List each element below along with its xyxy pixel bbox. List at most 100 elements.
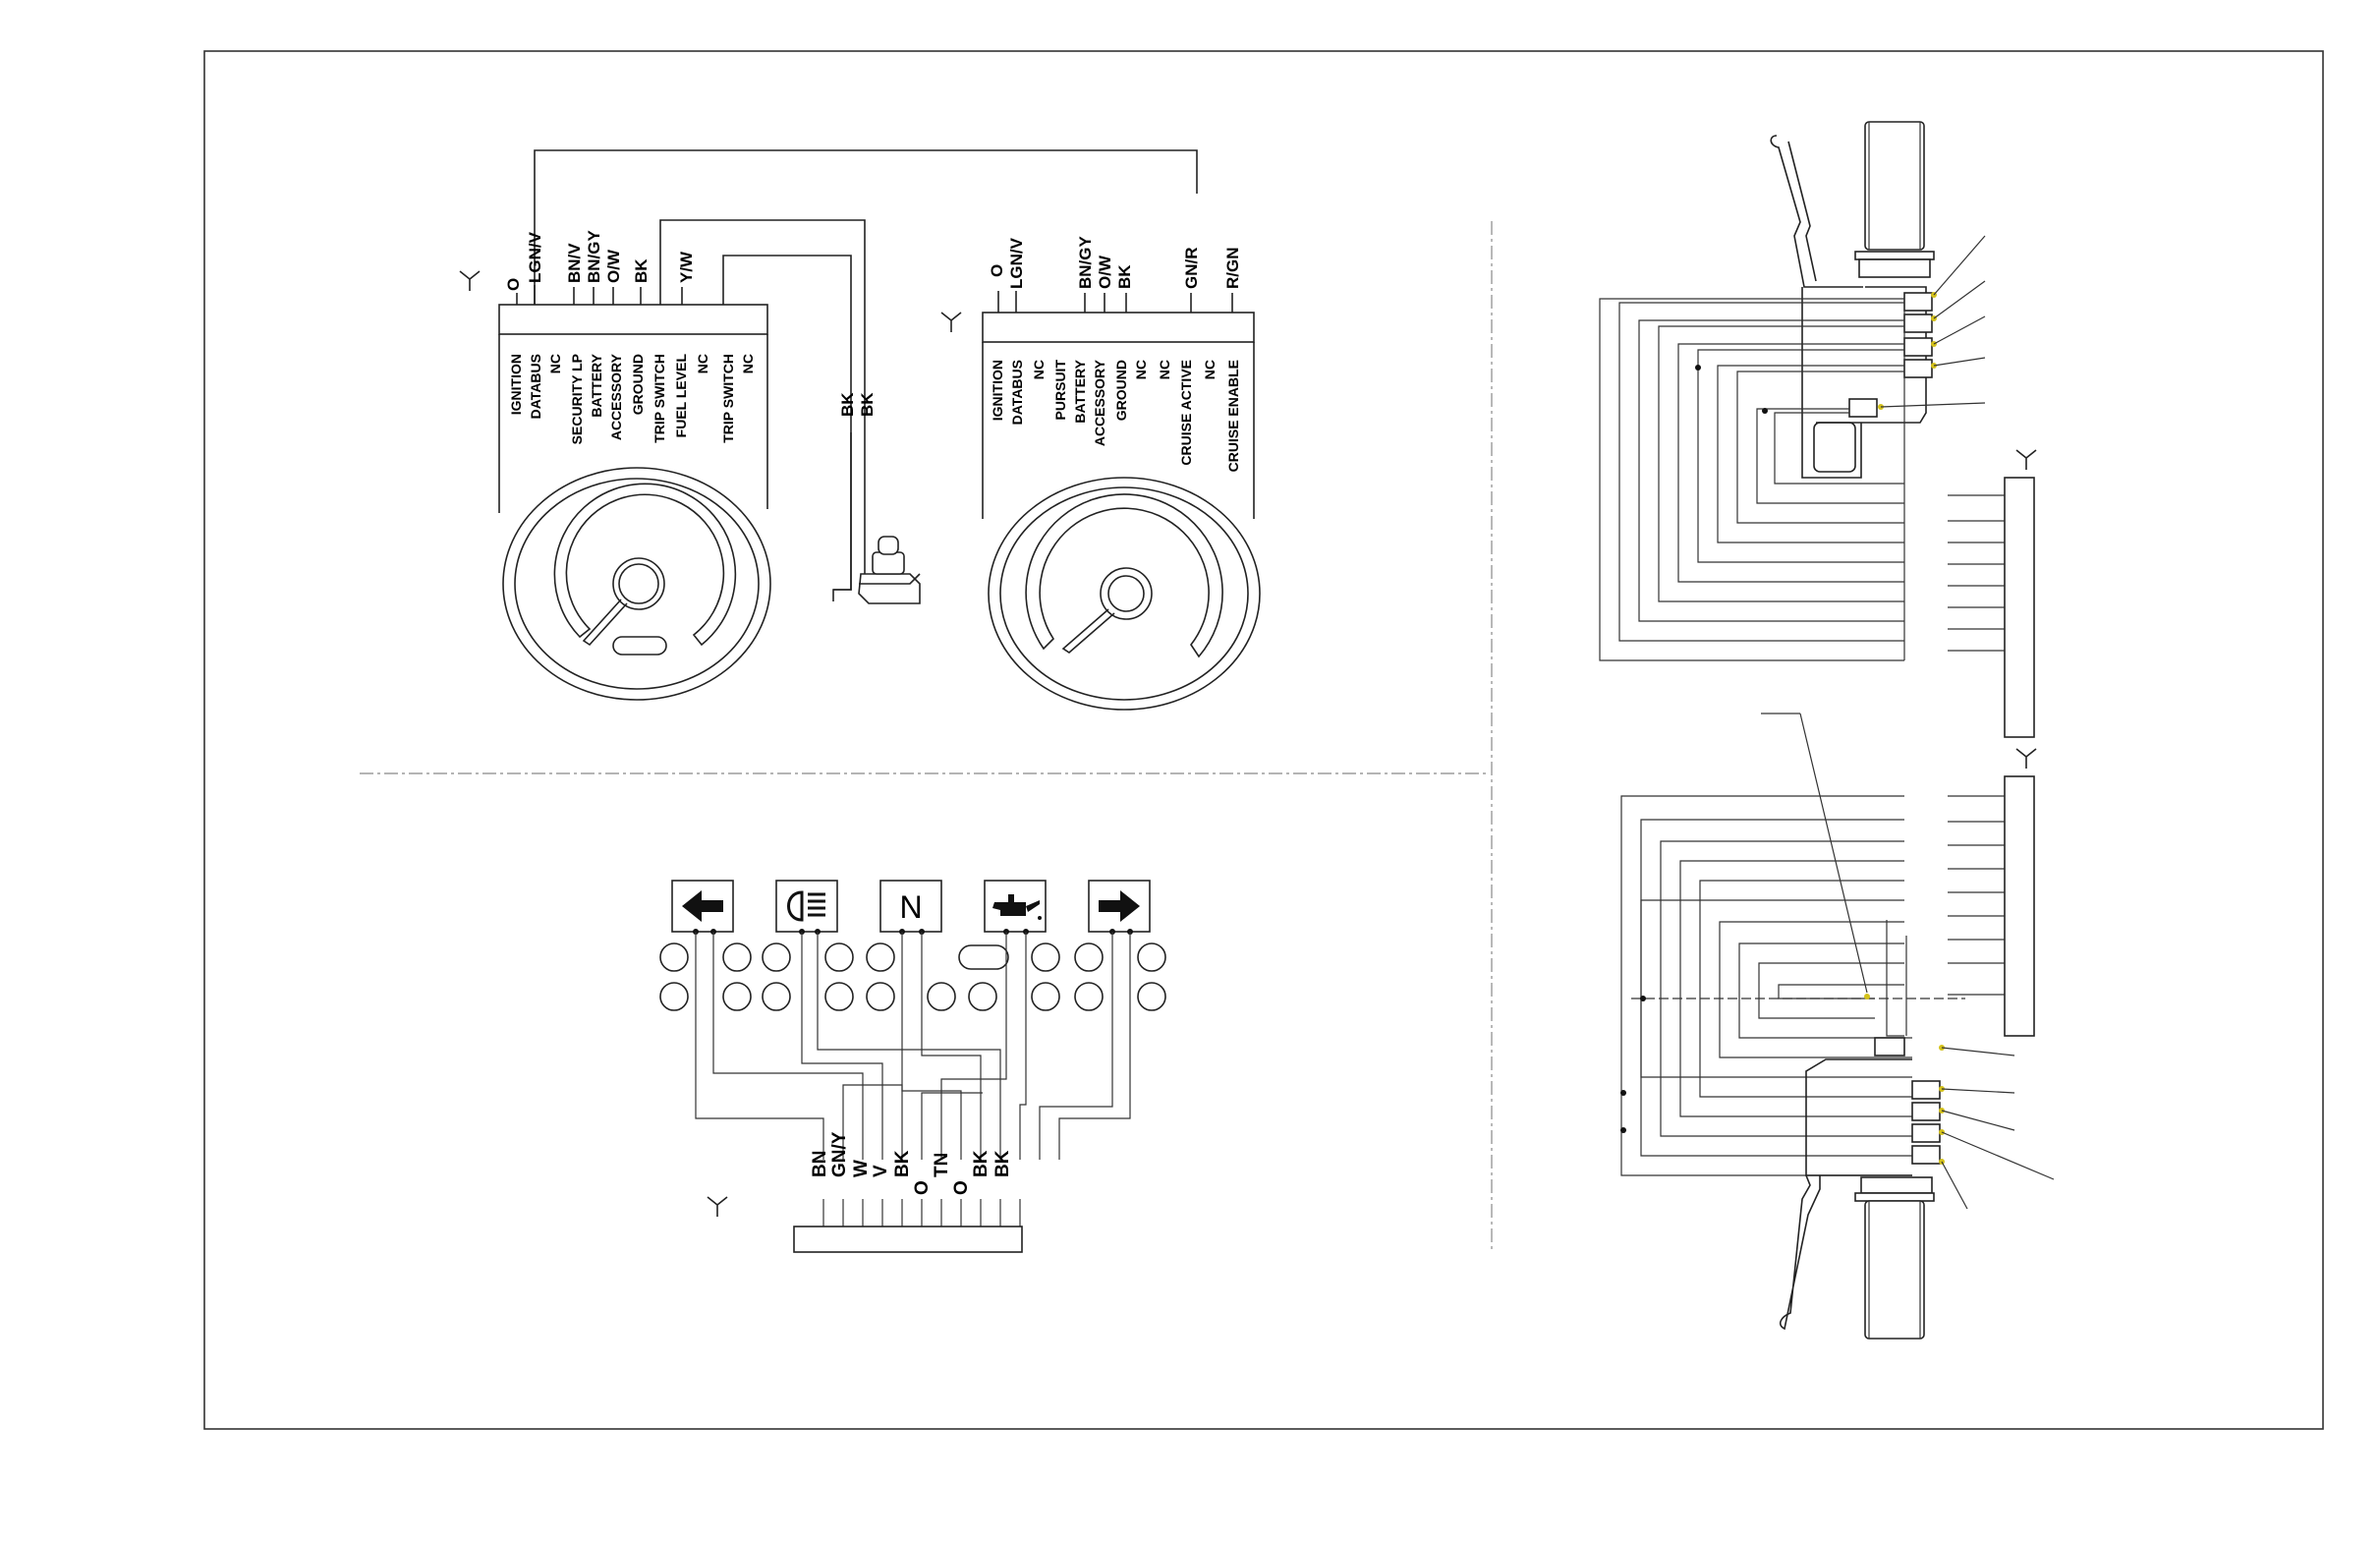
tachometer-needle xyxy=(1061,608,1115,655)
speedo-wire-label: O/W xyxy=(604,249,623,283)
ground-symbol xyxy=(2015,449,2037,470)
lamp-wire-label: BN xyxy=(810,1151,830,1177)
speedo-pin-label: IGNITION xyxy=(508,354,524,415)
trip-switch-wire-label: BK xyxy=(858,392,877,417)
speedo-pin-label: NC xyxy=(547,354,563,373)
lamp-left-turn xyxy=(671,880,734,933)
indicator-lamp-panel: N xyxy=(659,880,1166,1253)
speedo-wire-label: O xyxy=(504,278,523,291)
speedo-pin-label: ACCESSORY xyxy=(608,353,624,440)
speedometer-scale-arc xyxy=(553,483,737,647)
lamp-wire-label: V xyxy=(871,1165,891,1177)
lower-handlebar-grip xyxy=(1779,994,2055,1340)
lamp-wire-label: O xyxy=(951,1180,972,1195)
lamp-wiring xyxy=(695,932,1131,1160)
tacho-wire-label: R/GN xyxy=(1223,248,1242,290)
tacho-wire-label: GN/R xyxy=(1182,248,1201,290)
lamp-wire-label: O xyxy=(912,1180,933,1195)
speedo-wire-label: BN/V xyxy=(565,243,584,283)
tacho-pin-label: CRUISE ENABLE xyxy=(1225,360,1241,472)
tacho-pin-label: PURSUIT xyxy=(1052,360,1068,421)
page-frame xyxy=(203,50,2324,1430)
speedo-pin-label: GROUND xyxy=(630,354,646,415)
speedo-pin-label: TRIP SWITCH xyxy=(652,354,667,443)
speedometer-needle-hub xyxy=(612,557,665,610)
ground-symbol xyxy=(940,312,962,332)
tacho-pin-label: NC xyxy=(1031,360,1047,379)
tacho-pin-label: DATABUS xyxy=(1009,360,1025,425)
tacho-pin-label: BATTERY xyxy=(1072,359,1088,423)
oil-can-icon xyxy=(992,894,1042,920)
lamp-wire-label: GN/Y xyxy=(829,1131,850,1177)
speedo-wire-label: BN/GY xyxy=(585,230,603,284)
speedo-pin-label: DATABUS xyxy=(528,354,543,419)
upper-handlebar-grip xyxy=(1770,121,1986,479)
lamp-wire-label: BK xyxy=(971,1150,992,1177)
ground-symbol xyxy=(707,1196,728,1217)
trip-switch-button xyxy=(878,536,899,555)
bulb-holders xyxy=(659,942,1166,1011)
speedo-wire-label: BK xyxy=(632,258,651,283)
speedo-wire-label: Y/W xyxy=(677,251,696,283)
tacho-pin-label: NC xyxy=(1202,360,1218,379)
tachometer-scale-arc xyxy=(1025,493,1223,658)
tacho-pin-label: CRUISE ACTIVE xyxy=(1178,360,1194,466)
tacho-pin-label: ACCESSORY xyxy=(1092,359,1107,446)
arrow-left-icon xyxy=(682,890,723,922)
speedometer-dial-outer xyxy=(502,467,771,701)
lamp-wire-label: BK xyxy=(892,1150,913,1177)
speedometer-body xyxy=(498,334,768,513)
speedometer-odometer-window xyxy=(612,636,667,656)
tachometer-dial-rim xyxy=(999,486,1249,701)
tacho-wire-label: BN/GY xyxy=(1076,236,1095,290)
speedo-pin-label: FUEL LEVEL xyxy=(673,354,689,438)
lamp-wire-label: BK xyxy=(992,1150,1013,1177)
upper-harness-wires xyxy=(1599,298,1905,661)
upper-switch-connector xyxy=(1948,449,2037,738)
tacho-wire-label: O xyxy=(988,264,1006,277)
tachometer-dial-outer xyxy=(988,477,1261,711)
speedometer-connector xyxy=(498,304,768,335)
tachometer-body xyxy=(982,342,1255,519)
speedo-pin-label: NC xyxy=(740,354,756,373)
speedo-pin-label: SECURITY LP xyxy=(569,354,585,444)
speedometer-wire-stubs xyxy=(516,219,866,601)
arrow-right-icon xyxy=(1099,890,1140,922)
tacho-wire-label: O/W xyxy=(1096,255,1114,289)
trip-switch-body xyxy=(858,573,921,604)
trip-switch: BK BK xyxy=(833,392,921,604)
neutral-icon: N xyxy=(899,889,922,925)
tacho-pin-label: NC xyxy=(1157,360,1172,379)
speedo-wire-label: LGN/V xyxy=(526,231,544,283)
speedometer-needle xyxy=(582,599,628,647)
tachometer: O LGN/V BN/GY O/W BK GN/R R/GN IGNITION … xyxy=(940,236,1261,711)
databus-wire xyxy=(534,149,1198,305)
lamp-wire-label: TN xyxy=(932,1153,952,1177)
speedo-pin-label: NC xyxy=(695,354,710,373)
tacho-wire-label: LGN/V xyxy=(1007,237,1026,289)
lamp-high-beam xyxy=(775,880,838,933)
tacho-wire-label: BK xyxy=(1115,264,1134,289)
lamp-wire-label: W xyxy=(851,1160,872,1177)
tachometer-wire-stubs xyxy=(997,291,1233,313)
high-beam-icon xyxy=(787,890,825,922)
lamp-oil-pressure xyxy=(984,880,1047,933)
tacho-pin-label: NC xyxy=(1133,360,1149,379)
speedometer: O LGN/V BN/V BN/GY O/W BK Y/W IGNITION D… xyxy=(459,149,1198,701)
tacho-pin-label: GROUND xyxy=(1113,360,1129,421)
handlebar-switches xyxy=(1599,121,2055,1340)
speedo-pin-label: TRIP SWITCH xyxy=(720,354,736,443)
lamp-connector xyxy=(793,1226,1023,1253)
trip-switch-wire-label: BK xyxy=(838,392,857,417)
lamp-right-turn xyxy=(1088,880,1151,933)
lower-switch-connector xyxy=(1948,748,2037,1037)
tacho-pin-label: IGNITION xyxy=(990,360,1005,421)
speedo-pin-label: BATTERY xyxy=(589,353,604,417)
ground-symbol xyxy=(2015,748,2037,769)
lamp-neutral: N xyxy=(879,880,942,933)
tachometer-needle-hub xyxy=(1100,567,1153,620)
ground-symbol xyxy=(459,270,481,291)
speedometer-dial-rim xyxy=(514,478,760,690)
tachometer-connector xyxy=(982,312,1255,343)
